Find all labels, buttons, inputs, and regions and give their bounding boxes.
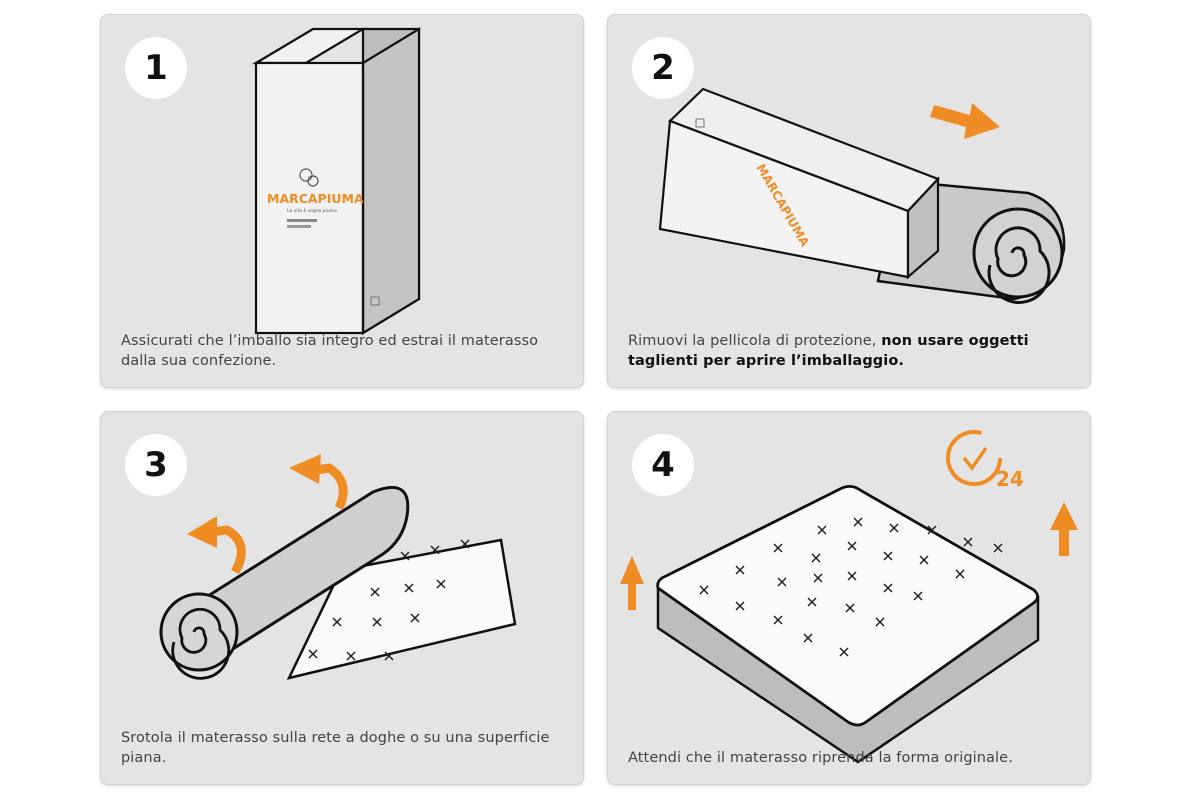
expanding-mattress-icon: 24 — [620, 430, 1078, 764]
step-number: 1 — [125, 37, 187, 99]
caption-text: Rimuovi la pellicola di protezione, — [628, 333, 882, 349]
step-4-panel: 24 4 Attendi che il materasso riprenda l… — [607, 411, 1091, 785]
step-caption: Srotola il materasso sulla rete a doghe … — [121, 730, 550, 766]
brand-tagline: La vita è sogno piuma — [287, 207, 337, 214]
timer-label: 24 — [996, 467, 1024, 491]
step-caption: Attendi che il materasso riprenda la for… — [628, 750, 1013, 766]
mattress-box-icon: MARCAPIUMA La vita è sogno piuma — [252, 27, 421, 335]
step-number: 4 — [632, 434, 694, 496]
caption-warning: non usare oggetti taglienti per aprire l… — [628, 333, 1029, 369]
step-2-panel: MARCAPIUMA 2 Rimuovi la pellicola di pro… — [607, 14, 1091, 388]
step-caption: Assicurati che l’imballo sia integro ed … — [121, 333, 539, 369]
step-1-panel: MARCAPIUMA La vita è sogno piuma 1 Assic… — [100, 14, 584, 388]
brand-logo-text: MARCAPIUMA — [267, 191, 364, 206]
unrolling-mattress-icon — [159, 454, 517, 680]
step-3-panel: 3 Srotola il materasso sulla rete a dogh… — [100, 411, 584, 785]
arrow-up-icon — [620, 556, 644, 610]
rotate-arrow-icon — [187, 516, 217, 548]
step-caption: Rimuovi la pellicola di protezione, non … — [628, 331, 1060, 371]
step-number: 3 — [125, 434, 187, 496]
arrow-up-icon — [1050, 502, 1078, 556]
step-number: 2 — [632, 37, 694, 99]
arrow-right-icon — [930, 103, 1000, 139]
clock-24h-icon: 24 — [946, 430, 1024, 491]
box-sliding-roll-icon: MARCAPIUMA — [658, 87, 1066, 304]
rotate-arrow-icon — [289, 454, 321, 484]
